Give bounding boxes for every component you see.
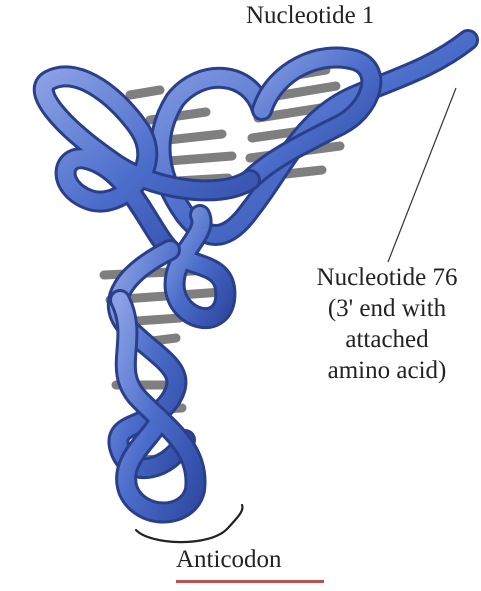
nucleotide-76-line-2: (3' end with <box>292 293 481 324</box>
nucleotide-76-line-3: attached <box>292 324 481 355</box>
pointer-line-nucleotide-76 <box>388 88 456 262</box>
anticodon-label: Anticodon <box>176 546 336 574</box>
nucleotide-76-label: Nucleotide 76 (3' end with attached amin… <box>292 262 481 386</box>
nucleotide-76-line-4: amino acid) <box>292 355 481 386</box>
nucleotide-76-line-1: Nucleotide 76 <box>292 262 481 293</box>
nucleotide-1-label: Nucleotide 1 <box>246 2 436 30</box>
anticodon-underline <box>176 580 324 583</box>
